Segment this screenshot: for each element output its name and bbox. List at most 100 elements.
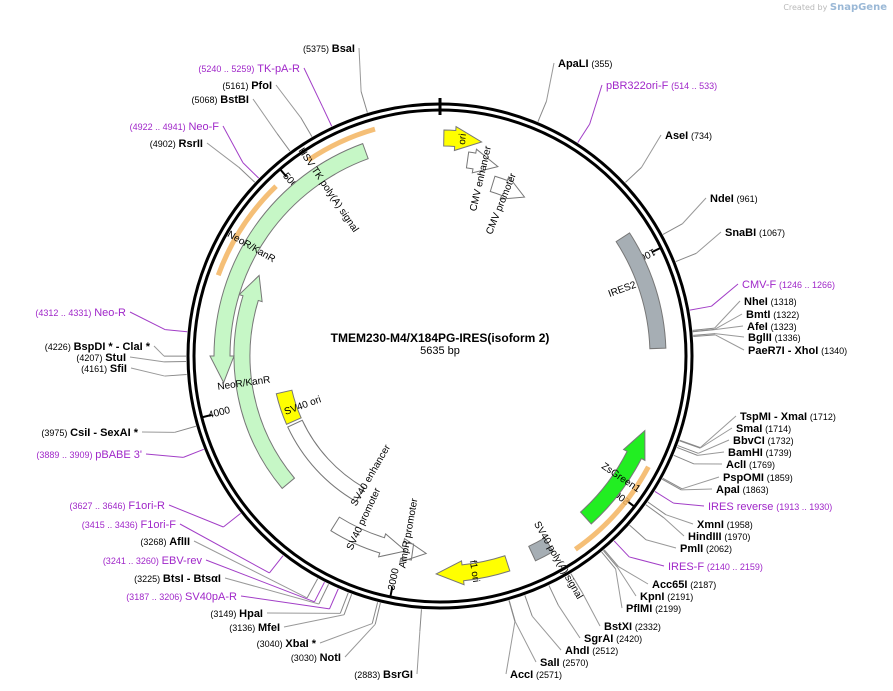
enzyme-site-leader: [283, 614, 345, 628]
enzyme-site-leader: [319, 623, 373, 644]
enzyme-site-tick: [371, 602, 379, 624]
enzyme-site: KpnI (2191): [640, 591, 693, 603]
site-labels: (5375) BsaI(5161) PfoI(5068) BstBI(4902)…: [35, 43, 847, 681]
enzyme-site-tick: [692, 329, 715, 333]
enzyme-site-tick: [343, 593, 353, 615]
enzyme-site: ApaI (1863): [716, 484, 769, 496]
primer-site-tick: [654, 490, 674, 504]
enzyme-site-tick: [662, 477, 683, 490]
enzyme-site: AclI (1769): [726, 459, 775, 471]
enzyme-site-tick: [602, 550, 618, 568]
primer-site-tick: [613, 540, 630, 558]
enzyme-site-leader: [206, 142, 240, 168]
enzyme-site-leader: [697, 451, 725, 456]
primer-site-leader: [240, 595, 330, 610]
f1-ori-label: f1 ori: [467, 559, 481, 583]
plasmid-backbone: [186, 98, 694, 610]
enzyme-site: PmlI (2062): [680, 543, 732, 555]
enzyme-site: SgrAI (2420): [584, 633, 642, 645]
enzyme-site-tick: [693, 334, 716, 338]
enzyme-site-leader: [130, 367, 165, 377]
enzyme-site: Acc65I (2187): [652, 579, 716, 591]
enzyme-site-leader: [645, 539, 677, 549]
zsgreen1-feature: [579, 429, 646, 525]
orf-arc: [573, 465, 651, 552]
enzyme-site: (4207) StuI: [76, 352, 126, 364]
enzyme-site: (3040) XbaI *: [257, 638, 317, 650]
enzyme-site-leader: [700, 415, 737, 448]
primer-site: (3241 .. 3260) EBV-rev: [103, 555, 203, 567]
primer-site-leader: [673, 502, 705, 507]
enzyme-site: SnaBI (1067): [725, 227, 785, 239]
enzyme-site-tick: [662, 223, 683, 235]
neor-kanr-inner-feature: [233, 274, 296, 490]
enzyme-site-tick: [673, 454, 695, 465]
enzyme-site: BamHI (1739): [728, 447, 792, 459]
enzyme-site-leader: [615, 568, 623, 609]
enzyme-site-leader: [514, 621, 537, 663]
enzyme-site: (4161) SfiI: [81, 363, 127, 375]
primer-site-tick: [165, 329, 188, 333]
cmv-promoter-feature: [489, 175, 526, 200]
enzyme-site-leader: [663, 517, 685, 537]
enzyme-site: AccI (2571): [510, 669, 562, 681]
enzyme-site-leader: [617, 567, 637, 597]
enzyme-site-tick: [300, 117, 313, 137]
enzyme-site: PaeR7I - XhoI (1340): [748, 345, 847, 357]
enzyme-site: HindIII (1970): [688, 531, 750, 543]
primer-site-tick: [242, 162, 260, 179]
enzyme-site-leader: [344, 623, 376, 658]
primer-site: CMV-F (1246 .. 1266): [742, 279, 835, 291]
enzyme-site: BmtI (1322): [746, 309, 799, 321]
primer-site: (5240 .. 5259) TK-pA-R: [198, 63, 300, 75]
snapgene-logo: SnapGene: [829, 2, 887, 13]
enzyme-site-leader: [545, 62, 555, 102]
tick-mark: [651, 246, 662, 254]
primer-site: (3187 .. 3206) SV40pA-R: [126, 591, 237, 603]
enzyme-site-tick: [276, 133, 291, 152]
enzyme-site-tick: [360, 91, 368, 113]
plasmid-title-group: TMEM230-M4/X184PG-IRES(isoform 2) 5635 b…: [331, 331, 550, 357]
enzyme-site-tick: [306, 578, 319, 599]
enzyme-site-leader: [681, 476, 720, 490]
enzyme-site-tick: [238, 166, 256, 183]
enzyme-site-leader: [715, 333, 745, 338]
orf-arc: [306, 126, 376, 163]
enzyme-site: (4226) BspDI * - ClaI *: [45, 341, 151, 353]
tick-label: 4000: [207, 405, 232, 421]
enzyme-site: (2883) BsrGI: [354, 669, 413, 681]
enzyme-site-leader: [699, 427, 733, 449]
primer-site-leader: [629, 556, 665, 567]
tick-mark: [279, 168, 288, 178]
enzyme-site-leader: [714, 300, 741, 329]
enzyme-site-leader: [252, 98, 278, 134]
sv40-ori-feature: [275, 389, 302, 425]
enzyme-site: SmaI (1714): [736, 423, 791, 435]
enzyme-site: AfeI (1323): [747, 321, 797, 333]
enzyme-site-tick: [508, 600, 516, 622]
neor-kanr-outer-feature: [209, 142, 369, 384]
enzyme-site-leader: [193, 540, 308, 599]
enzyme-site-tick: [692, 327, 715, 331]
enzyme-site: (3975) CsiI - SexAI *: [41, 427, 138, 439]
enzyme-site-tick: [318, 584, 329, 605]
enzyme-site-leader: [714, 313, 743, 330]
enzyme-site-leader: [665, 514, 694, 525]
enzyme-site: PspOMI (1859): [723, 472, 793, 484]
enzyme-site-leader: [695, 231, 722, 254]
enzyme-site-tick: [647, 501, 667, 516]
enzyme-site-tick: [676, 446, 698, 456]
primer-site: (4312 .. 4331) Neo-R: [35, 307, 126, 319]
enzyme-site: BbvCI (1732): [733, 435, 794, 447]
enzyme-site-leader: [581, 592, 601, 627]
enzyme-site: NheI (1318): [744, 296, 797, 308]
enzyme-site: BstXI (2332): [604, 621, 661, 633]
primer-site-leader: [222, 125, 244, 163]
enzyme-site-tick: [419, 609, 422, 632]
enzyme-site-tick: [548, 585, 559, 606]
enzyme-site-leader: [416, 631, 421, 675]
enzyme-site-leader: [358, 47, 362, 92]
enzyme-site: AseI (734): [665, 130, 712, 142]
primer-site-tick: [689, 305, 712, 311]
